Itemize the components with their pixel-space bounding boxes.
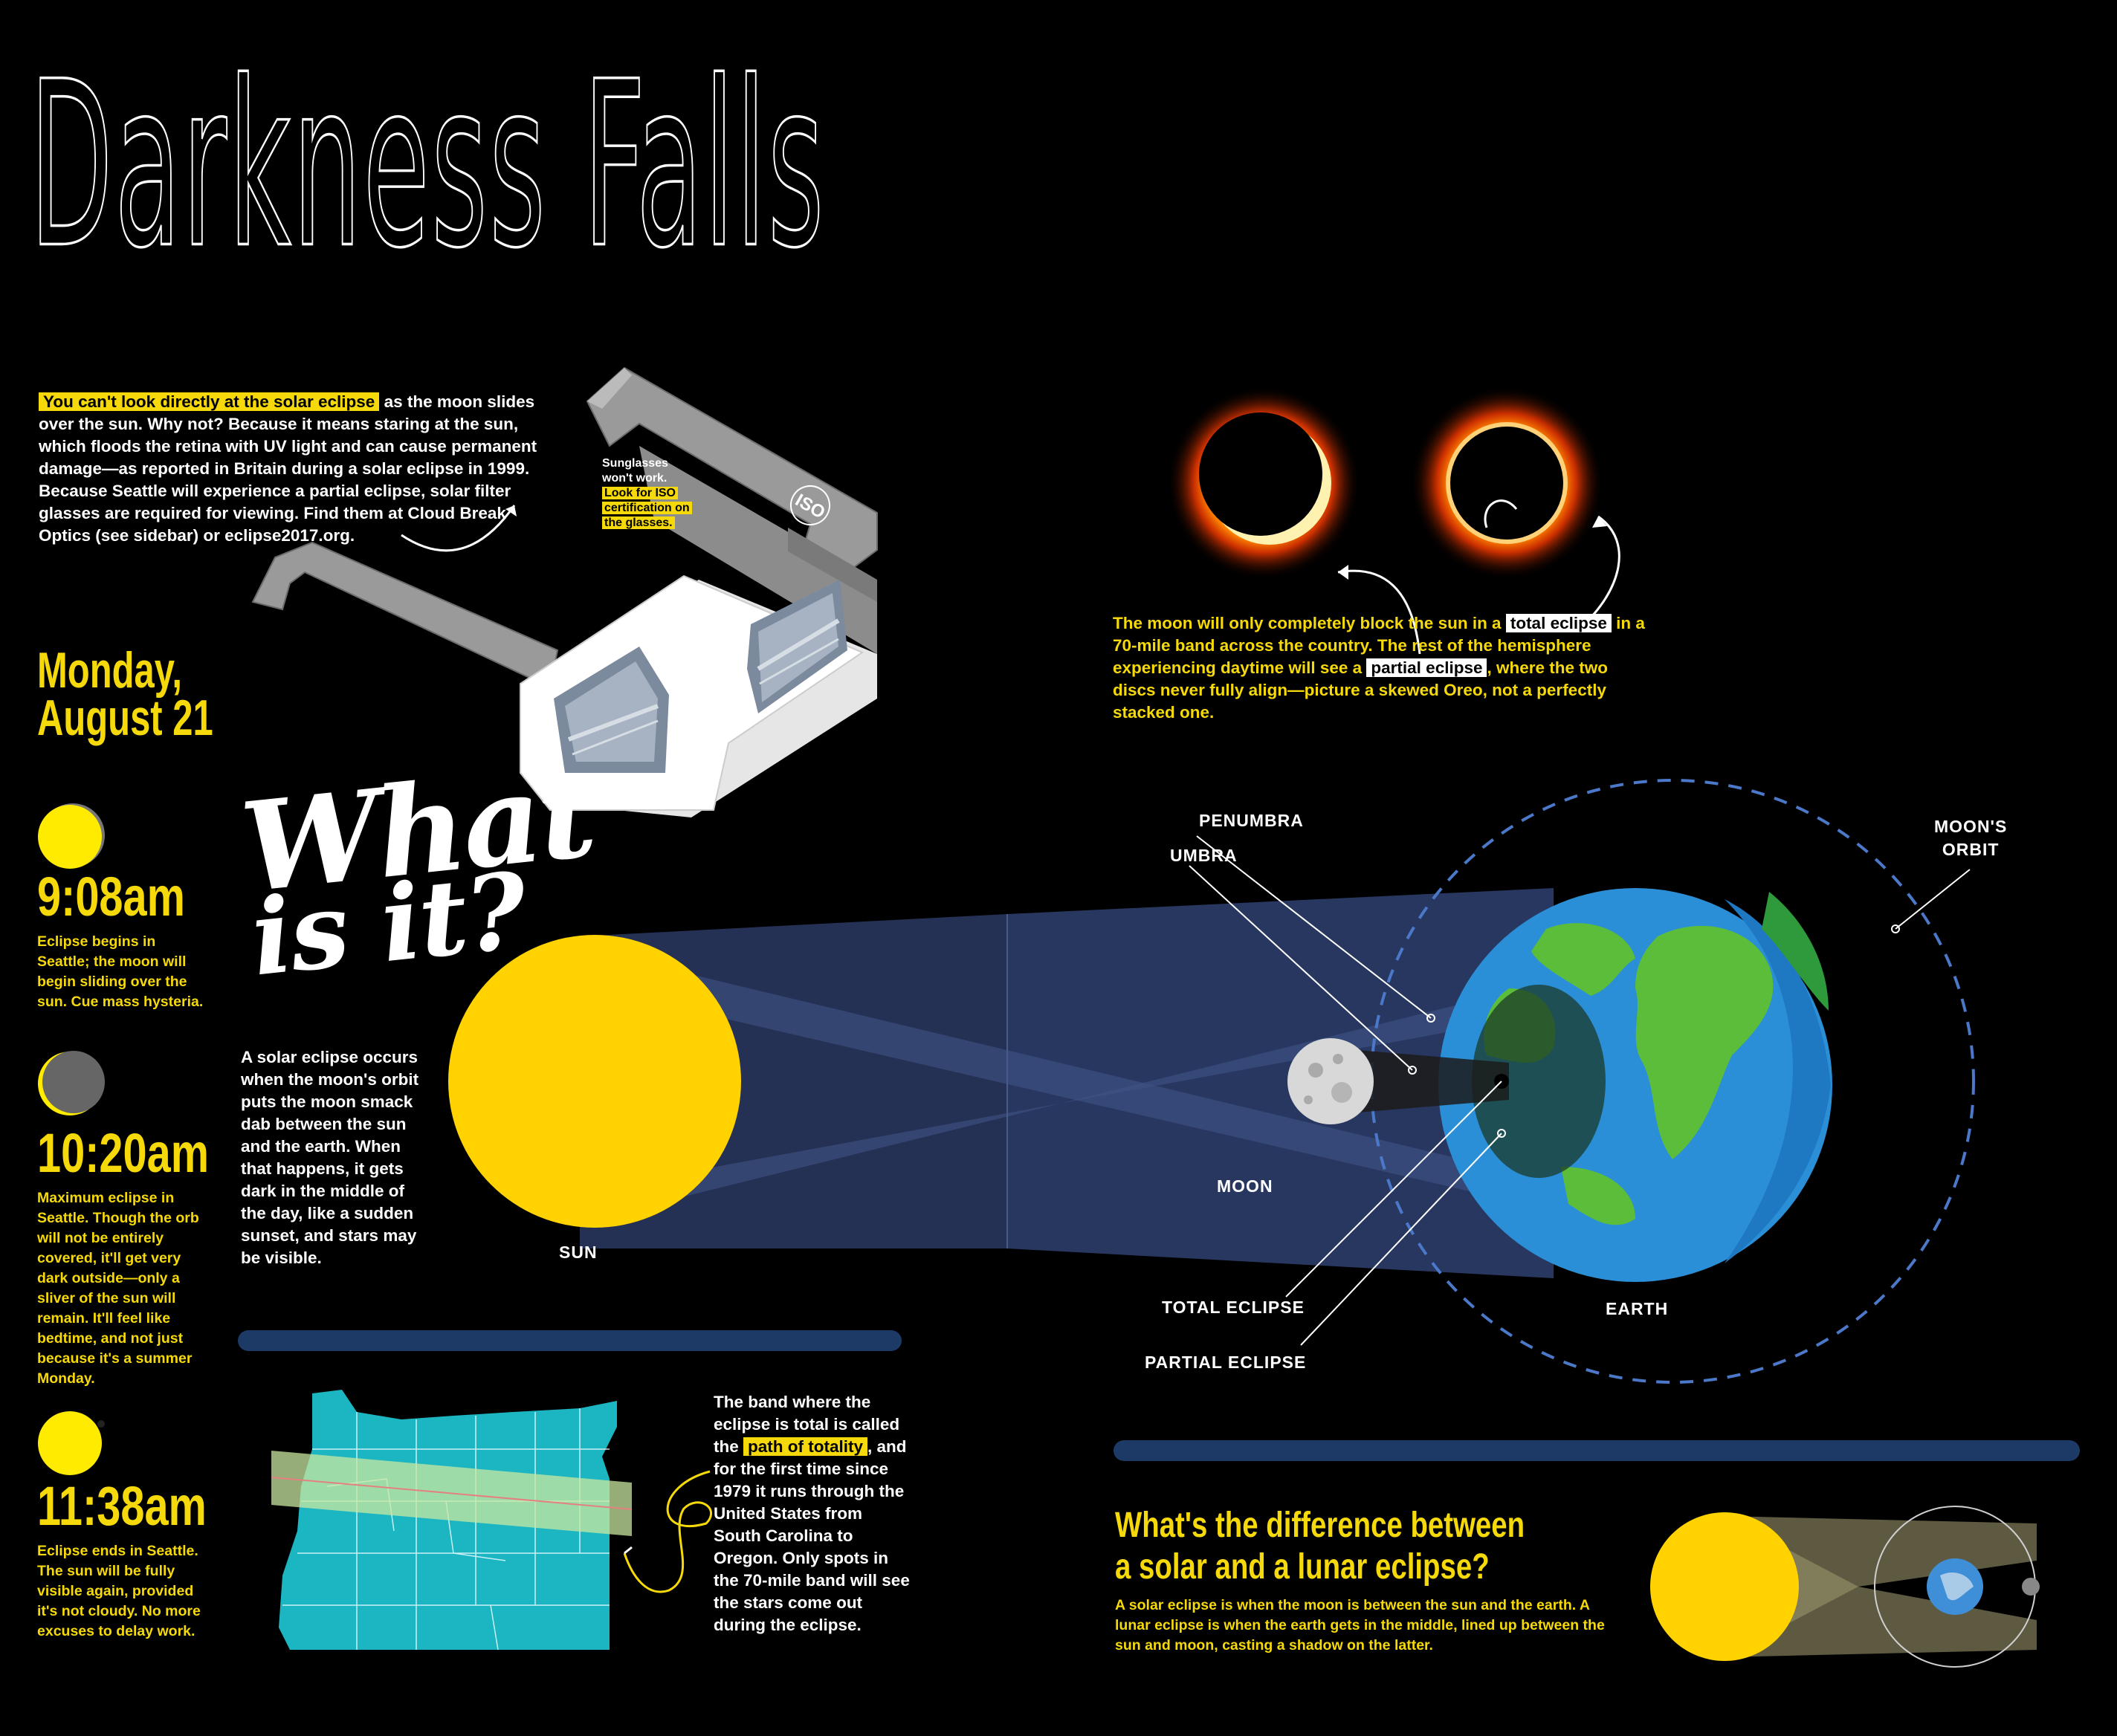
intro-highlight: You can't look directly at the solar ecl… bbox=[39, 392, 380, 411]
total-eclipse-highlight: total eclipse bbox=[1505, 614, 1612, 632]
difference-heading-line2: a solar and a lunar eclipse? bbox=[1115, 1547, 1490, 1587]
glasses-note: Sunglasses won't work. Look for ISO cert… bbox=[602, 456, 751, 531]
eclipse-caption-t2: in a 70-mile band across the country. Th… bbox=[1113, 614, 1645, 677]
eclipse-caption: The moon will only completely block the … bbox=[1113, 612, 1648, 724]
difference-paragraph: A solar eclipse is when the moon is betw… bbox=[1115, 1597, 1605, 1654]
what-is-it-text: occurs when the moon's orbit puts the mo… bbox=[241, 1048, 419, 1267]
timeline-time: 9:08am bbox=[37, 866, 185, 927]
eclipse-caption-t1: The moon will only completely block the … bbox=[1113, 614, 1506, 632]
moons-orbit-label-2: ORBIT bbox=[1942, 840, 2000, 859]
eclipse-glasses-illustration: ISO bbox=[251, 366, 878, 817]
timeline-text: Maximum eclipse in Seattle. Though the o… bbox=[37, 1190, 199, 1387]
date-heading: Monday, August 21 bbox=[37, 642, 213, 746]
timeline-icon-end bbox=[38, 1411, 105, 1475]
partial-eclipse-highlight: partial eclipse bbox=[1366, 658, 1487, 677]
lunar-diagram-sun bbox=[1650, 1512, 1799, 1661]
path-text-t1: The band where the eclipse is total is c… bbox=[714, 1393, 900, 1456]
sun-label: SUN bbox=[559, 1243, 598, 1262]
path-of-totality-paragraph: The band where the eclipse is total is c… bbox=[714, 1391, 911, 1636]
path-of-totality-highlight: path of totality bbox=[743, 1437, 867, 1456]
lunar-eclipse-diagram bbox=[1650, 1506, 2040, 1668]
divider-bar bbox=[1114, 1440, 2080, 1461]
moon-circle bbox=[1287, 1038, 1374, 1124]
timeline-item: 9:08am Eclipse begins in Seattle; the mo… bbox=[37, 869, 208, 1012]
earth-label: EARTH bbox=[1606, 1299, 1669, 1318]
glasses-note-hl3: the glasses. bbox=[602, 516, 675, 529]
path-text-t2: , and for the first time since 1979 it r… bbox=[714, 1437, 910, 1634]
partial-eclipse-label: PARTIAL ECLIPSE bbox=[1145, 1353, 1307, 1372]
timeline-icon-maximum bbox=[38, 1051, 105, 1115]
eclipse-caption-t3: , where the two discs never fully align—… bbox=[1113, 658, 1609, 722]
page-title: Darkness Falls bbox=[29, 33, 826, 299]
timeline-text: Eclipse ends in Seattle. The sun will be… bbox=[37, 1543, 201, 1639]
intro-text: as the moon slides over the sun. Why not… bbox=[39, 392, 537, 545]
intro-paragraph: You can't look directly at the solar ecl… bbox=[39, 391, 544, 547]
what-is-it-lead: A solar eclipse bbox=[241, 1048, 358, 1066]
timeline-item: 10:20am Maximum eclipse in Seattle. Thou… bbox=[37, 1126, 209, 1389]
moon-label: MOON bbox=[1217, 1176, 1273, 1196]
glasses-note-line2: won't work. bbox=[602, 472, 668, 485]
moons-orbit-label-1: MOON'S bbox=[1934, 817, 2008, 836]
glasses-note-hl2: certification on bbox=[602, 502, 692, 514]
sun-circle bbox=[448, 935, 741, 1228]
map-arrow bbox=[623, 1470, 712, 1593]
difference-heading: What's the difference between a solar an… bbox=[1115, 1505, 1525, 1588]
eclipse-photos bbox=[1167, 386, 1603, 580]
glasses-note-line1: Sunglasses bbox=[602, 457, 668, 470]
sunlight-beam-main bbox=[1007, 888, 1554, 1278]
timeline-time: 11:38am bbox=[37, 1475, 207, 1537]
glasses-note-hl1: Look for ISO bbox=[602, 487, 678, 499]
penumbra-label: PENUMBRA bbox=[1199, 811, 1304, 830]
oregon-path-of-totality-map bbox=[271, 1390, 633, 1651]
total-eclipse-label: TOTAL ECLIPSE bbox=[1162, 1298, 1305, 1317]
timeline-item: 11:38am Eclipse ends in Seattle. The sun… bbox=[37, 1479, 208, 1642]
penumbra-shadow bbox=[1472, 985, 1606, 1178]
date-line2: August 21 bbox=[37, 690, 213, 746]
timeline-text: Eclipse begins in Seattle; the moon will… bbox=[37, 933, 204, 1010]
date-line1: Monday, bbox=[37, 642, 182, 699]
moons-orbit-label: MOON'S ORBIT bbox=[1934, 817, 2007, 860]
divider-bar bbox=[238, 1330, 902, 1351]
moons-orbit-ring bbox=[1370, 779, 1975, 1384]
solar-eclipse-diagram bbox=[448, 779, 1975, 1384]
timeline-icon-begin bbox=[38, 803, 105, 869]
lunar-diagram-moon bbox=[2022, 1578, 2040, 1596]
umbra-label: UMBRA bbox=[1170, 846, 1238, 865]
difference-heading-line1: What's the difference between bbox=[1115, 1506, 1525, 1545]
what-is-it-paragraph: A solar eclipse occurs when the moon's o… bbox=[241, 1046, 430, 1269]
